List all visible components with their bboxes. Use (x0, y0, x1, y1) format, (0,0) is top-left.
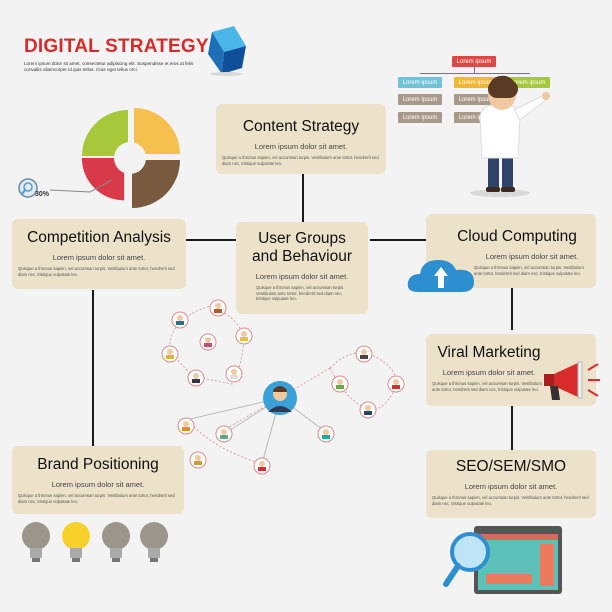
card-seo-sem-smo: SEO/SEM/SMO Lorem ipsum dolor sit amet. … (426, 450, 596, 518)
lightbulb-icon (102, 522, 130, 562)
social-network-graph (161, 299, 405, 475)
card-content-strategy: Content Strategy Lorem ipsum dolor sit a… (216, 104, 386, 174)
card-small-text: Quisque a thronus sapien, vel accumsan t… (256, 285, 345, 301)
card-lorem: Lorem ipsum dolor sit amet. (255, 272, 349, 281)
page-subtitle: Lorem ipsum dolor sit amet, consectetur … (24, 61, 194, 72)
org-box: Lorem ipsum (454, 94, 498, 105)
org-box: Lorem ipsum (454, 112, 498, 123)
org-box: Lorem ipsum (454, 77, 498, 88)
pie-graphic (81, 108, 180, 208)
org-box: Lorem ipsum (398, 94, 442, 105)
pie-pointer-line (49, 179, 113, 193)
card-lorem: Lorem ipsum dolor sit amet. (485, 252, 579, 261)
card-title: Content Strategy (242, 118, 360, 135)
lightbulb-icon (140, 522, 168, 562)
card-lorem: Lorem ipsum dolor sit amet. (464, 482, 558, 491)
connector-line (370, 239, 426, 241)
businessman-figure (470, 75, 550, 197)
lightbulb-icon (22, 522, 50, 562)
card-small-text: Quisque a thronus sapien, vel accumsan t… (18, 266, 175, 277)
org-box: Lorem ipsum (506, 77, 550, 88)
card-lorem: Lorem ipsum dolor sit amet. (254, 142, 348, 151)
card-title: Viral Marketing (437, 344, 541, 361)
card-title: Brand Positioning (37, 456, 159, 473)
connector-line (511, 406, 513, 450)
card-lorem: Lorem ipsum dolor sit amet. (442, 368, 536, 377)
seo-browser-graphic (443, 526, 562, 594)
connector-line (92, 290, 94, 446)
card-lorem: Lorem ipsum dolor sit amet. (51, 480, 145, 489)
connector-line (186, 239, 236, 241)
card-title: Cloud Computing (457, 228, 577, 245)
card-title: Competition Analysis (27, 229, 171, 246)
magnifier-label: 30% (35, 191, 50, 198)
central-person (263, 381, 297, 415)
page-title: DIGITAL STRATEGY (24, 36, 209, 57)
org-top-box: Lorem ipsum (452, 56, 496, 67)
magnifier-badge: 30% (18, 178, 56, 206)
card-title: User Groups and Behaviour (252, 230, 352, 265)
card-small-text: Quisque a thronus sapien, vel accumsan t… (432, 381, 542, 392)
cube-icon (208, 26, 246, 76)
card-small-text: Quisque a thronus sapien, vel accumsan t… (474, 265, 584, 276)
card-small-text: Quisque a thronus sapien, vel accumsan t… (432, 495, 589, 506)
card-user-groups: User Groups and Behaviour Lorem ipsum do… (236, 222, 368, 314)
megaphone-icon (544, 361, 600, 400)
card-brand-positioning: Brand Positioning Lorem ipsum dolor sit … (12, 446, 184, 514)
card-small-text: Quisque a thronus sapien, vel accumsan t… (18, 493, 175, 504)
card-title: SEO/SEM/SMO (455, 458, 567, 475)
card-small-text: Quisque a thronus sapien, vel accumsan t… (222, 155, 379, 166)
card-competition-analysis: Competition Analysis Lorem ipsum dolor s… (12, 219, 186, 289)
org-box: Lorem ipsum (398, 112, 442, 123)
cloud-upload-icon (407, 260, 474, 292)
org-chart: Lorem ipsum Lorem ipsum Lorem ipsum Lore… (390, 52, 565, 127)
org-box: Lorem ipsum (398, 77, 442, 88)
lightbulb-row (22, 522, 168, 562)
magnifier-icon (18, 178, 38, 198)
connector-line (302, 174, 304, 224)
person-node (161, 299, 405, 475)
connector-line (511, 288, 513, 330)
lightbulb-on-icon (62, 522, 90, 562)
card-lorem: Lorem ipsum dolor sit amet. (52, 253, 146, 262)
